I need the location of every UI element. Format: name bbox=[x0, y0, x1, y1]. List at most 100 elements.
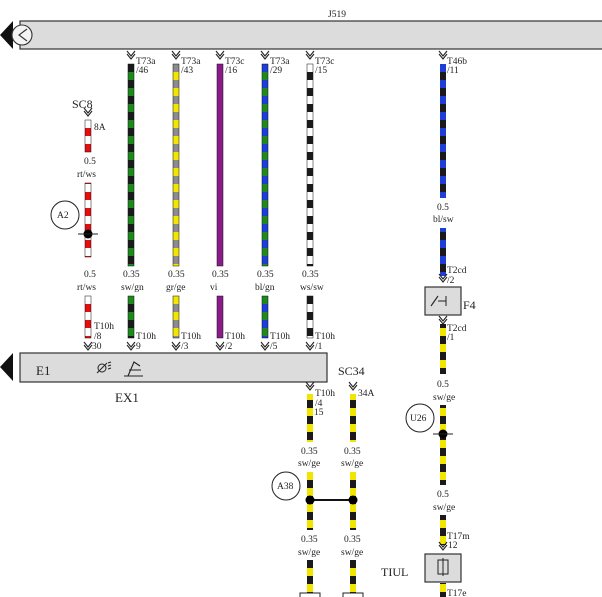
sc8-size-b: 0.5 bbox=[84, 270, 96, 280]
e1-out-right-segment-c[interactable] bbox=[350, 560, 356, 597]
e1-output-wires[interactable]: T10h /4 15 0.35 sw/ge 0.35 sw/ge A38 0.3… bbox=[271, 381, 364, 597]
tiul-component[interactable]: TIUL bbox=[381, 553, 462, 583]
e1-out-left-segment-c[interactable] bbox=[307, 560, 313, 597]
sc8-wire-segment-a[interactable] bbox=[84, 119, 92, 153]
sc8-rating: 8A bbox=[94, 123, 106, 133]
connector-arrow-icon bbox=[260, 50, 270, 60]
wire-segment-upper[interactable] bbox=[127, 63, 135, 267]
light-switch-icon bbox=[96, 361, 112, 374]
u26-junction[interactable] bbox=[405, 403, 435, 433]
wire-segment-lower[interactable] bbox=[306, 295, 314, 339]
ground-symbol-icon bbox=[11, 24, 33, 46]
switch-icon bbox=[430, 295, 447, 307]
sc8-label: SC8 bbox=[72, 97, 93, 111]
wire-top-pin: T73a bbox=[136, 57, 156, 67]
e1-out-code-d: sw/ge bbox=[341, 548, 363, 558]
right-wire-segment-1[interactable] bbox=[440, 64, 446, 198]
right-wire-segment-3[interactable] bbox=[440, 324, 446, 374]
e1-module[interactable]: E1 EX1 bbox=[0, 352, 328, 405]
wire-top-pin: T73c bbox=[315, 57, 335, 67]
wire-color-code: bl/gn bbox=[255, 283, 275, 293]
e1-out-code-a: sw/ge bbox=[298, 459, 320, 469]
wire-bottom-num: /2 bbox=[225, 342, 233, 352]
e1-out-left-segment-a[interactable] bbox=[307, 394, 313, 442]
wire-color-code: sw/gn bbox=[121, 283, 144, 293]
wire-size: 0.35 bbox=[212, 270, 229, 280]
right-wire-segment-5[interactable] bbox=[440, 515, 446, 545]
wire-segment-lower[interactable] bbox=[127, 295, 135, 339]
connector-arrow-icon bbox=[126, 50, 136, 60]
wire-color-code: vi bbox=[210, 283, 218, 293]
wire-segment-upper[interactable] bbox=[216, 63, 224, 267]
f4-label: F4 bbox=[463, 298, 476, 312]
e1-out-size-b: 0.35 bbox=[344, 447, 361, 457]
a38-junction[interactable] bbox=[271, 471, 301, 501]
sc8-wire-segment-c[interactable] bbox=[84, 295, 92, 339]
connector-arrow-icon bbox=[305, 341, 315, 351]
j519-module[interactable]: J519 bbox=[0, 10, 602, 50]
wire-bottom-pin: T10h bbox=[315, 332, 335, 342]
right-code2: sw/ge bbox=[433, 393, 455, 403]
right-wire-segment-6[interactable] bbox=[440, 583, 446, 597]
right-size3: 0.5 bbox=[437, 490, 449, 500]
connector-arrow-icon bbox=[215, 50, 225, 60]
e1-out-right-segment-a[interactable] bbox=[350, 394, 356, 442]
u26-label: U26 bbox=[410, 414, 427, 424]
wire-segment-lower[interactable] bbox=[261, 295, 269, 339]
e1-out-size-c: 0.35 bbox=[301, 535, 318, 545]
wire-segment-lower[interactable] bbox=[172, 295, 180, 339]
wire-top-num: /16 bbox=[225, 66, 237, 76]
right-code3: sw/ge bbox=[433, 503, 455, 513]
t2cd-b-num: /1 bbox=[447, 333, 455, 343]
wire-segment-lower[interactable] bbox=[216, 295, 224, 339]
wire-segment-upper[interactable] bbox=[172, 63, 180, 267]
signal-wires[interactable]: T73a/460.35sw/gnT10h9T73a/430.35gr/geT10… bbox=[121, 50, 335, 352]
t17m-pin: T17m bbox=[447, 532, 470, 542]
wire-bottom-num: /3 bbox=[181, 342, 189, 352]
wire-segment-upper[interactable] bbox=[261, 63, 269, 267]
wire-top-pin: T73a bbox=[181, 57, 201, 67]
j519-title: J519 bbox=[328, 10, 346, 20]
right-wire-segment-2[interactable] bbox=[440, 228, 446, 276]
e1-out-code-c: sw/ge bbox=[298, 548, 320, 558]
e1-out-num1: /4 bbox=[315, 399, 323, 409]
connector-arrow-icon bbox=[215, 341, 225, 351]
t2cd-a-num: /2 bbox=[447, 276, 455, 286]
wire-size: 0.35 bbox=[257, 270, 274, 280]
sc8-wire-segment-b[interactable] bbox=[84, 182, 92, 258]
tiul-label: TIUL bbox=[381, 565, 408, 579]
f4-component[interactable]: F4 bbox=[424, 286, 476, 316]
sc8-code-b: rt/ws bbox=[77, 283, 96, 293]
t2cd-a-pin: T2cd bbox=[447, 266, 467, 276]
right-size: 0.5 bbox=[437, 203, 449, 213]
e1-out-size-d: 0.35 bbox=[344, 535, 361, 545]
wire-bottom-pin: T10h bbox=[136, 332, 156, 342]
sc8-branch[interactable]: SC8 8A 0.5 rt/ws A2 0.5 rt/ws T10h /8 30 bbox=[50, 97, 114, 352]
right-wire-segment-4[interactable] bbox=[440, 405, 446, 485]
right-size2: 0.5 bbox=[437, 380, 449, 390]
sc34-branch[interactable]: SC34 34A bbox=[338, 364, 375, 399]
wire-bottom-pin: T10h bbox=[270, 332, 290, 342]
right-wire[interactable]: T46b /11 0.5 bl/sw T2cd /2 F4 T2cd /1 0.… bbox=[381, 50, 476, 597]
right-top-num: /11 bbox=[447, 66, 459, 76]
sc8-size-a: 0.5 bbox=[84, 157, 96, 167]
sc34-rating: 34A bbox=[358, 389, 375, 399]
wire-top-num: /43 bbox=[181, 66, 193, 76]
e1-out-size-a: 0.35 bbox=[301, 447, 318, 457]
wire-segment-upper[interactable] bbox=[306, 63, 314, 267]
wire-color-code: ws/sw bbox=[300, 283, 324, 293]
wire-top-num: /29 bbox=[270, 66, 282, 76]
right-top-pin: T46b bbox=[447, 57, 467, 67]
right-code: bl/sw bbox=[433, 215, 454, 225]
a38-splice-dot-right bbox=[348, 495, 358, 505]
sc34-label: SC34 bbox=[338, 364, 365, 378]
a38-label: A38 bbox=[277, 482, 294, 492]
a2-junction[interactable] bbox=[50, 200, 80, 230]
